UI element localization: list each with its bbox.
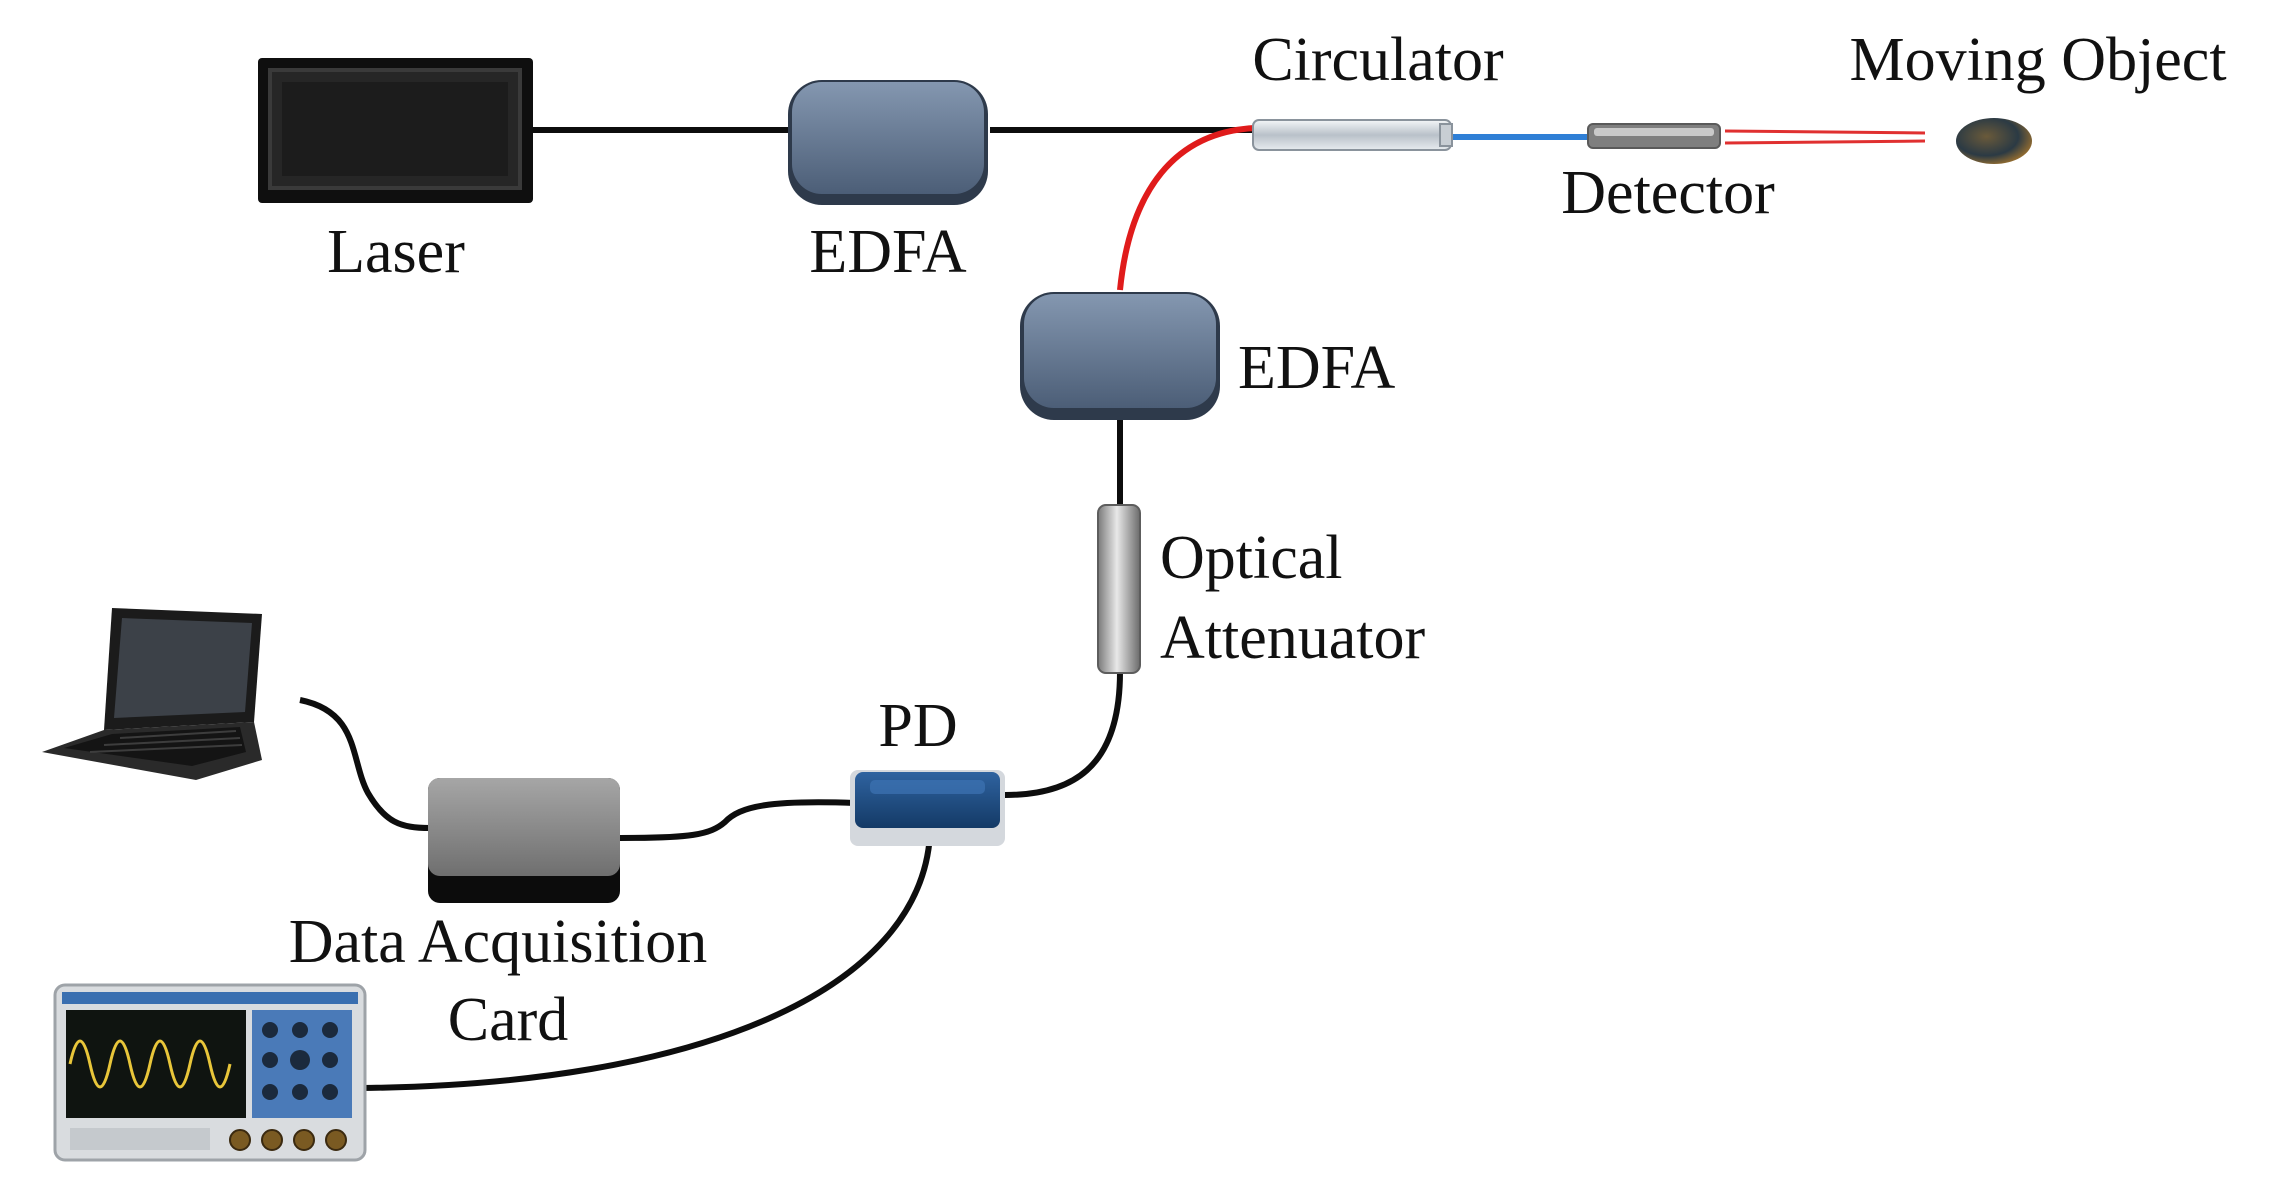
pd-label: PD bbox=[878, 692, 957, 760]
laser-label: Laser bbox=[327, 218, 465, 286]
edfa-1-label: EDFA bbox=[809, 218, 967, 286]
moving-object-shape bbox=[1956, 118, 2032, 164]
daq-label-line2: Card bbox=[448, 986, 569, 1054]
moving-object-label: Moving Object bbox=[1849, 26, 2226, 94]
optical-attenuator-device bbox=[1097, 504, 1141, 674]
cable-laptop-to-daq bbox=[299, 697, 431, 831]
cable-pd-to-daq bbox=[619, 799, 856, 841]
fiber-circulator-to-edfa2 bbox=[1117, 125, 1256, 291]
edfa-2-device bbox=[1020, 292, 1220, 420]
detector-device bbox=[1587, 123, 1721, 149]
detector-label: Detector bbox=[1561, 159, 1775, 227]
circulator-device bbox=[1252, 119, 1453, 151]
edfa-1-device bbox=[788, 80, 988, 205]
laser-beam bbox=[1724, 129, 1926, 145]
laptop-icon bbox=[42, 608, 262, 780]
daq-label-line1: Data Acquisition bbox=[289, 908, 707, 976]
pd-device bbox=[850, 770, 1005, 846]
edfa-2-label: EDFA bbox=[1238, 334, 1396, 402]
optical-attenuator-label-line1: Optical bbox=[1160, 524, 1343, 592]
optical-attenuator-label-line2: Attenuator bbox=[1160, 604, 1425, 672]
oscilloscope-icon bbox=[53, 983, 367, 1162]
cable-pd-to-oscilloscope bbox=[359, 834, 933, 1091]
daq-card-device bbox=[428, 778, 620, 903]
laser-device bbox=[258, 58, 533, 203]
fiber-attenuator-to-pd bbox=[1004, 671, 1123, 798]
circulator-label: Circulator bbox=[1252, 26, 1504, 94]
